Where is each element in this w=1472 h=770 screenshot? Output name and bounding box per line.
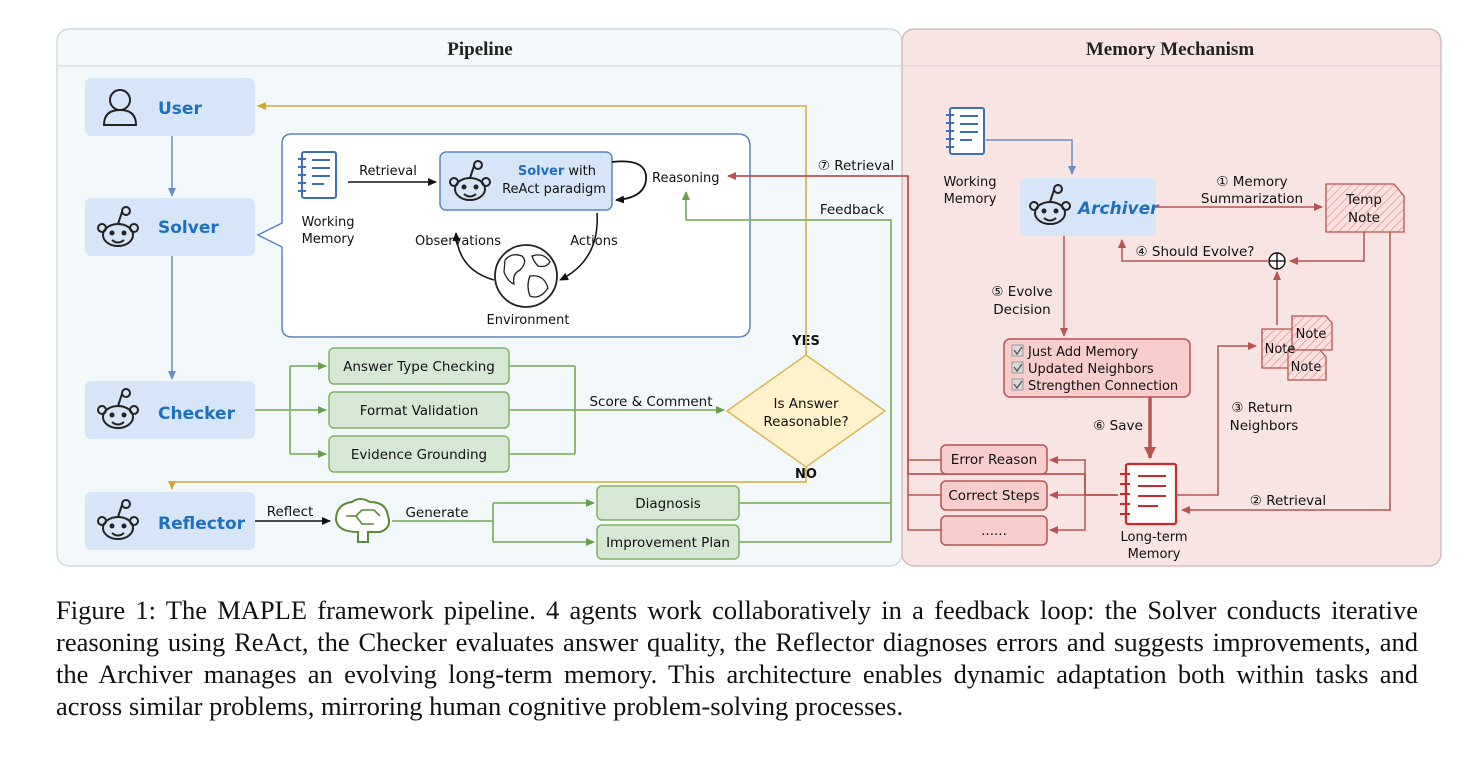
react-paradigm-label: ReAct paradigm	[502, 182, 606, 197]
solver-detail-box	[256, 133, 751, 338]
solver-label: Solver	[158, 218, 219, 238]
generate-label: Generate	[405, 505, 468, 521]
temp-note-label-2: Note	[1348, 210, 1380, 226]
diagnosis-box: Diagnosis	[596, 485, 740, 521]
neighbor-notes: Note Note Note	[1261, 315, 1333, 381]
stored-error-reason: Error Reason	[940, 444, 1048, 475]
step1-label-1: ① Memory	[1216, 174, 1287, 190]
note-label-3: Note	[1291, 360, 1322, 375]
note-label-2: Note	[1296, 327, 1327, 342]
decision-option-3: Strengthen Connection	[1028, 379, 1178, 394]
user-icon	[102, 89, 138, 126]
memory-panel	[901, 28, 1442, 567]
improvement-plan-box: Improvement Plan	[596, 524, 740, 560]
globe-icon	[494, 244, 558, 308]
step3-label-2: Neighbors	[1230, 418, 1299, 434]
solver-with-rest: with	[564, 164, 596, 179]
stored-more-label: ......	[981, 523, 1007, 539]
archiver-node: Archiver	[1020, 178, 1160, 236]
reflect-label: Reflect	[267, 504, 314, 520]
checker-label: Checker	[158, 404, 236, 424]
decision-option-2: Updated Neighbors	[1028, 362, 1154, 377]
archiver-working-memory-icon	[945, 107, 985, 155]
check-format-validation-label: Format Validation	[360, 403, 479, 419]
check-answer-type-label: Answer Type Checking	[343, 359, 495, 375]
step1-label-2: Summarization	[1201, 191, 1303, 207]
temp-note: Temp Note	[1325, 183, 1405, 233]
combine-icon	[1268, 252, 1286, 270]
figure-caption: Figure 1: The MAPLE framework pipeline. …	[56, 595, 1418, 721]
user-label: User	[158, 99, 202, 119]
checkbox-icon	[1011, 361, 1024, 374]
check-evidence-grounding: Evidence Grounding	[328, 435, 510, 473]
brain-icon	[334, 498, 390, 543]
step5-label-2: Decision	[993, 302, 1050, 318]
retrieval7-label: ⑦ Retrieval	[818, 158, 894, 174]
step2-label: ② Retrieval	[1250, 493, 1326, 509]
stored-correct-steps-label: Correct Steps	[948, 488, 1039, 504]
reasoning-label: Reasoning	[652, 171, 719, 186]
note-label-1: Note	[1265, 342, 1296, 357]
check-answer-type: Answer Type Checking	[328, 347, 510, 385]
ltm-label-1: Long-term	[1120, 530, 1187, 545]
reflector-label: Reflector	[158, 514, 246, 534]
feedback-label: Feedback	[820, 202, 884, 218]
step6-label: ⑥ Save	[1093, 418, 1143, 434]
check-format-validation: Format Validation	[328, 391, 510, 429]
mem-wm-label-1: Working	[943, 175, 996, 190]
memory-title: Memory Mechanism	[1086, 39, 1254, 60]
decision-label-2: Reasonable?	[763, 414, 848, 430]
svg-text:Solver with: Solver with	[518, 164, 596, 179]
mem-wm-label-2: Memory	[944, 192, 997, 207]
archiver-label: Archiver	[1076, 199, 1160, 219]
check-evidence-grounding-label: Evidence Grounding	[351, 447, 487, 463]
ltm-label-2: Memory	[1128, 547, 1181, 562]
reflector-node: Reflector	[85, 492, 255, 550]
solver-react-box	[439, 151, 613, 211]
evolve-options-box: Just Add Memory Updated Neighbors Streng…	[1003, 338, 1191, 398]
user-node: User	[85, 78, 255, 136]
step3-label-1: ③ Return	[1231, 400, 1292, 416]
step4-label: ④ Should Evolve?	[1136, 244, 1255, 260]
improvement-plan-label: Improvement Plan	[606, 535, 730, 551]
decision-label-1: Is Answer	[773, 396, 838, 412]
temp-note-label-1: Temp	[1345, 192, 1382, 208]
checkbox-icon	[1011, 378, 1024, 391]
environment-label: Environment	[486, 313, 569, 328]
score-comment-label: Score & Comment	[589, 394, 712, 410]
decision-diamond: Is Answer Reasonable?	[725, 354, 887, 468]
wm-label-2: Memory	[302, 232, 355, 247]
checkbox-icon	[1011, 344, 1024, 357]
step5-label-1: ⑤ Evolve	[991, 284, 1052, 300]
stored-correct-steps: Correct Steps	[940, 480, 1048, 511]
solver-with-bold: Solver	[518, 164, 565, 179]
wm-label-1: Working	[301, 215, 354, 230]
checker-node: Checker	[85, 381, 255, 439]
diagnosis-label: Diagnosis	[635, 496, 701, 512]
pipeline-title: Pipeline	[447, 39, 512, 60]
decision-option-1: Just Add Memory	[1027, 345, 1139, 360]
retrieval-label: Retrieval	[359, 164, 417, 179]
stored-more: ......	[940, 515, 1048, 546]
working-memory-icon	[297, 151, 337, 199]
stored-error-reason-label: Error Reason	[951, 452, 1037, 468]
solver-node: Solver	[85, 198, 255, 256]
long-term-memory-icon	[1120, 462, 1178, 526]
observations-label: Observations	[415, 234, 501, 249]
maple-diagram: Pipeline Memory Mechanism User Solver Ch…	[56, 28, 1442, 567]
